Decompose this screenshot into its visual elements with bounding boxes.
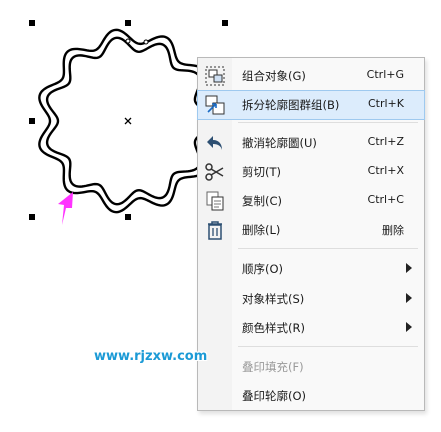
contour-inner-outline[interactable] xyxy=(45,36,214,206)
menu-separator xyxy=(238,346,418,347)
menu-item-label: 删除(L) xyxy=(242,223,281,237)
center-mark-icon xyxy=(124,117,132,125)
menu-item-color-styles[interactable]: 颜色样式(R) xyxy=(198,314,424,342)
contour-outer-outline[interactable] xyxy=(38,28,222,214)
submenu-arrow-icon xyxy=(406,263,412,273)
menu-item-label: 拆分轮廓图群组(B) xyxy=(242,98,340,112)
contour-shape-group[interactable] xyxy=(38,28,222,214)
context-menu: 组合对象(G) Ctrl+G 拆分轮廓图群组(B) Ctrl+K 撤消轮廓圖(U… xyxy=(197,57,425,411)
menu-item-overprint-fill[interactable]: 叠印填充(F) xyxy=(198,353,424,381)
menu-item-shortcut: Ctrl+K xyxy=(367,97,404,110)
menu-item-undo-contour[interactable]: 撤消轮廓圖(U) Ctrl+Z xyxy=(198,129,424,157)
menu-item-object-styles[interactable]: 对象样式(S) xyxy=(198,285,424,313)
menu-item-group-objects[interactable]: 组合对象(G) Ctrl+G xyxy=(198,62,424,90)
menu-item-label: 顺序(O) xyxy=(242,262,284,276)
menu-separator xyxy=(238,122,418,123)
handle-bottom-middle[interactable] xyxy=(125,214,131,220)
menu-separator xyxy=(238,248,418,249)
break-apart-icon xyxy=(205,95,225,115)
menu-item-shortcut: Ctrl+X xyxy=(367,164,404,177)
menu-item-label: 叠印轮廓(O) xyxy=(242,389,307,403)
node-marker[interactable] xyxy=(125,38,131,44)
menu-item-shortcut: Ctrl+G xyxy=(366,68,404,81)
handle-middle-left[interactable] xyxy=(29,118,35,124)
menu-item-overprint-outline[interactable]: 叠印轮廓(O) xyxy=(198,382,424,410)
handle-top-middle[interactable] xyxy=(125,20,131,26)
scissors-icon xyxy=(205,163,224,181)
handle-top-right[interactable] xyxy=(222,20,228,26)
trash-icon xyxy=(208,221,222,240)
menu-item-label: 复制(C) xyxy=(242,194,283,208)
menu-item-delete[interactable]: 删除(L) 删除 xyxy=(198,216,424,244)
undo-icon xyxy=(207,136,222,150)
selection-handles[interactable] xyxy=(29,20,228,220)
menu-item-order[interactable]: 顺序(O) xyxy=(198,255,424,283)
handle-bottom-left[interactable] xyxy=(29,214,35,220)
watermark-text: www.rjzxw.com xyxy=(94,349,208,364)
menu-item-label: 对象样式(S) xyxy=(242,292,305,306)
menu-item-label: 撤消轮廓圖(U) xyxy=(242,136,317,150)
menu-item-label: 剪切(T) xyxy=(242,165,281,179)
menu-item-break-contour-group[interactable]: 拆分轮廓图群组(B) Ctrl+K xyxy=(197,90,425,120)
menu-item-label: 颜色样式(R) xyxy=(242,321,305,335)
submenu-arrow-icon xyxy=(406,322,412,332)
menu-item-shortcut: Ctrl+C xyxy=(367,193,404,206)
node-marker[interactable] xyxy=(143,39,149,45)
menu-item-shortcut: 删除 xyxy=(382,224,404,237)
annotation-arrow-left xyxy=(58,192,73,225)
menu-item-cut[interactable]: 剪切(T) Ctrl+X xyxy=(198,158,424,186)
submenu-arrow-icon xyxy=(406,293,412,303)
copy-icon xyxy=(206,191,224,211)
menu-item-label: 组合对象(G) xyxy=(242,69,306,83)
handle-top-left[interactable] xyxy=(29,20,35,26)
menu-item-copy[interactable]: 复制(C) Ctrl+C xyxy=(198,187,424,215)
menu-item-shortcut: Ctrl+Z xyxy=(367,135,404,148)
group-objects-icon xyxy=(205,66,225,86)
menu-item-label: 叠印填充(F) xyxy=(242,360,304,374)
